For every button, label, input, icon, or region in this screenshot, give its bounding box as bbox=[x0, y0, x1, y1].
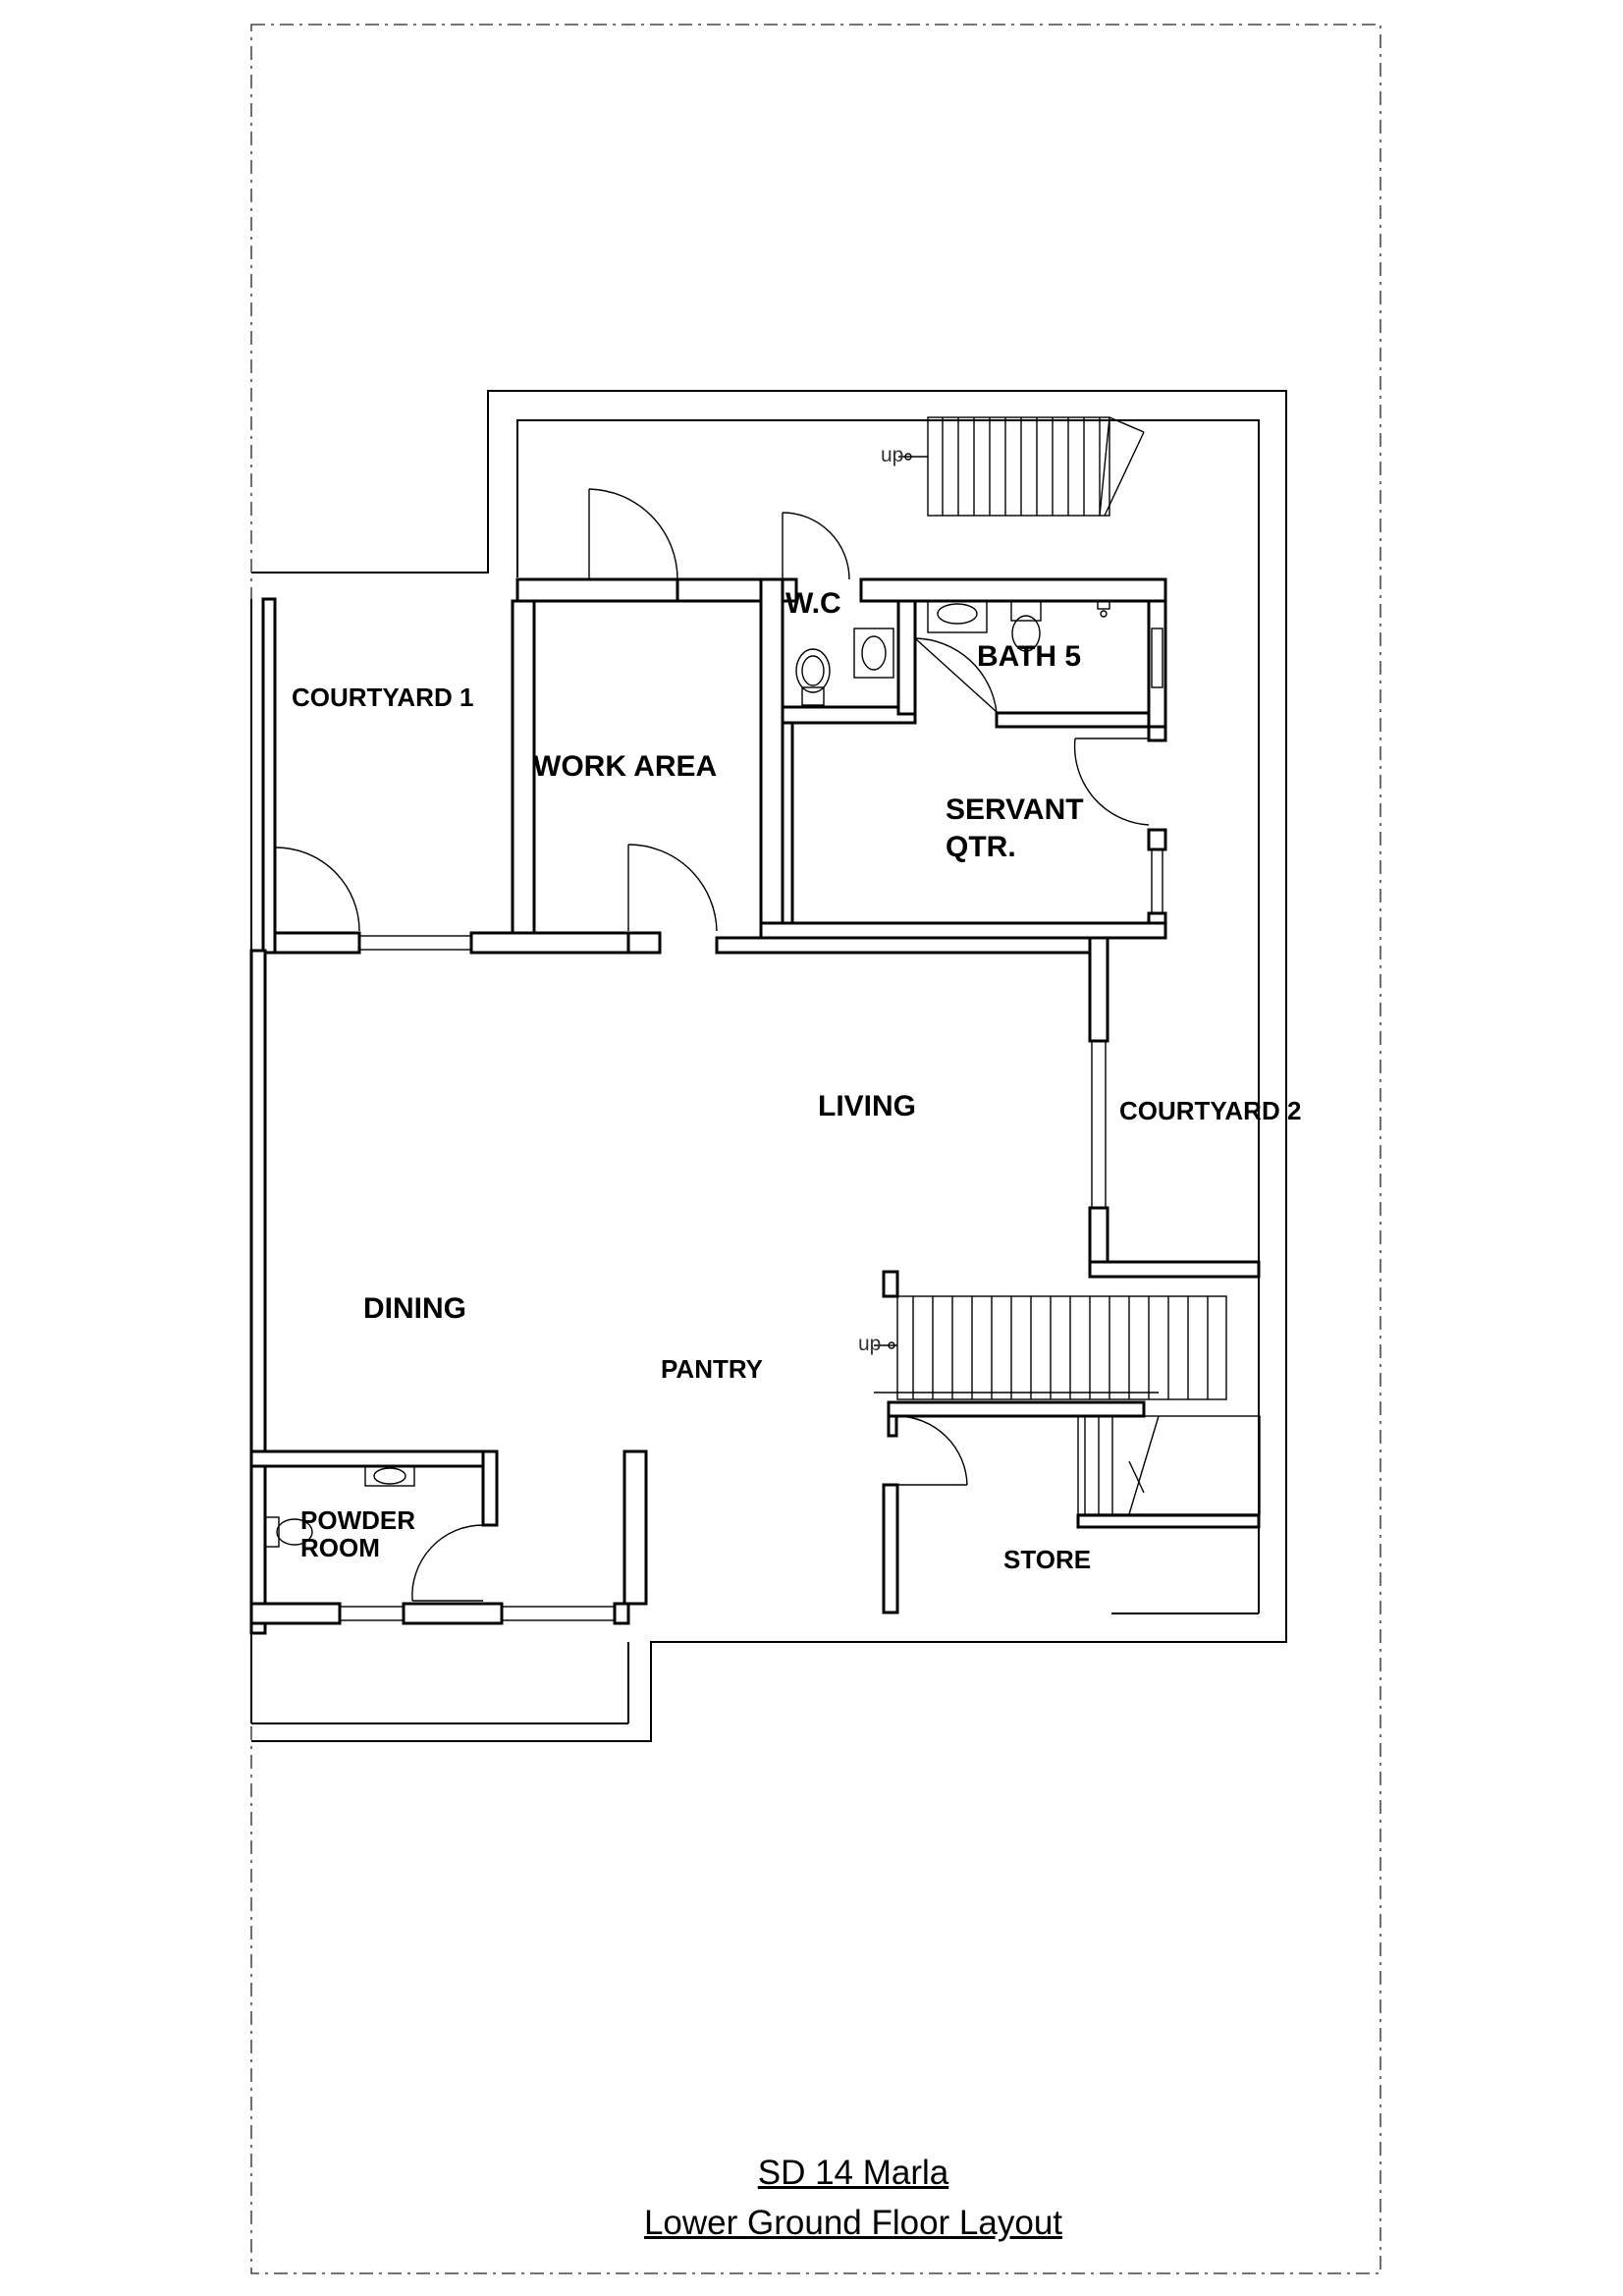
powder-toilet bbox=[264, 1516, 313, 1548]
label-powder-room-1: POWDER bbox=[300, 1505, 415, 1535]
label-upper-stair-up: up bbox=[881, 444, 904, 466]
bath-basin bbox=[927, 600, 988, 633]
wall-top-workarea-right bbox=[676, 577, 763, 603]
wall-courtyard2-bottom bbox=[1088, 1260, 1261, 1279]
label-dining: DINING bbox=[363, 1292, 466, 1325]
label-servant-qtr-2: QTR. bbox=[946, 831, 1016, 863]
label-lower-stair-up: up bbox=[858, 1333, 882, 1355]
lower-staircase bbox=[874, 1295, 1261, 1515]
bath-window bbox=[1151, 628, 1163, 688]
wall-servant-bottom bbox=[759, 921, 1167, 940]
label-servant-qtr-1: SERVANT bbox=[946, 793, 1084, 826]
wall-courtyard-workarea bbox=[511, 599, 536, 940]
wall-top-wc-left bbox=[781, 577, 798, 603]
doors bbox=[274, 488, 1150, 1602]
upper-staircase bbox=[898, 416, 1145, 517]
wc-basin bbox=[853, 628, 894, 679]
wall-store-left bbox=[882, 1483, 899, 1614]
wall-powder-right bbox=[481, 1449, 499, 1527]
inner-wall-outline bbox=[516, 419, 1260, 1613]
wall-courtyard1-left bbox=[261, 597, 277, 955]
drawing-title: SD 14 Marla bbox=[757, 2154, 949, 2192]
wall-wc-bottom bbox=[781, 705, 917, 725]
wall-servant-left bbox=[781, 721, 794, 940]
courtyard1-window bbox=[358, 935, 472, 951]
living-window bbox=[1091, 1040, 1107, 1209]
wall-courtyard1-bottom-left bbox=[261, 931, 361, 955]
label-courtyard-2: COURTYARD 2 bbox=[1119, 1096, 1302, 1125]
wall-workarea-bottom-left bbox=[626, 931, 662, 955]
wall-stair-landing bbox=[887, 1400, 1146, 1418]
bath-shower bbox=[1097, 600, 1110, 618]
wall-dining-west bbox=[249, 949, 267, 1453]
wall-pantry-post bbox=[622, 1449, 648, 1606]
wall-bath-bottom bbox=[995, 711, 1167, 729]
wall-south-1 bbox=[249, 1602, 342, 1625]
label-store: STORE bbox=[1003, 1545, 1092, 1574]
wall-store-top bbox=[1076, 1513, 1261, 1529]
powder-basin bbox=[364, 1465, 415, 1487]
wall-south-3 bbox=[613, 1602, 630, 1625]
outer-wall-outline bbox=[251, 390, 1287, 1742]
wall-stair-top-post bbox=[882, 1270, 899, 1298]
wall-workarea-servant bbox=[759, 577, 784, 940]
servant-window bbox=[1151, 848, 1163, 914]
powder-window bbox=[339, 1606, 405, 1621]
label-bath-5: BATH 5 bbox=[977, 640, 1082, 673]
wall-south-2 bbox=[402, 1602, 504, 1625]
label-pantry: PANTRY bbox=[661, 1354, 763, 1384]
wall-powder-top bbox=[249, 1449, 497, 1468]
label-living: LIVING bbox=[818, 1090, 917, 1122]
dining-window bbox=[501, 1606, 616, 1621]
wall-servant-right-mid bbox=[1147, 828, 1167, 851]
label-wc: W.C bbox=[785, 587, 841, 620]
label-work-area: WORK AREA bbox=[533, 750, 718, 783]
wall-courtyard1-bottom-right bbox=[469, 931, 630, 955]
wc-toilet bbox=[795, 648, 831, 706]
wall-living-top bbox=[715, 936, 1092, 955]
plot-boundary bbox=[250, 24, 1381, 2274]
wall-wc-bath bbox=[896, 599, 917, 716]
label-powder-room-2: ROOM bbox=[300, 1533, 380, 1562]
wall-powder-left bbox=[249, 1464, 267, 1635]
label-courtyard-1: COURTYARD 1 bbox=[292, 683, 474, 712]
wall-servant-right-top bbox=[1147, 725, 1167, 742]
wall-stair-small-post bbox=[887, 1414, 898, 1438]
bath-toilet bbox=[1010, 600, 1042, 652]
wall-top-bath bbox=[859, 577, 1167, 603]
drawing-subtitle: Lower Ground Floor Layout bbox=[643, 2204, 1063, 2242]
wall-living-east-top bbox=[1088, 936, 1109, 1043]
